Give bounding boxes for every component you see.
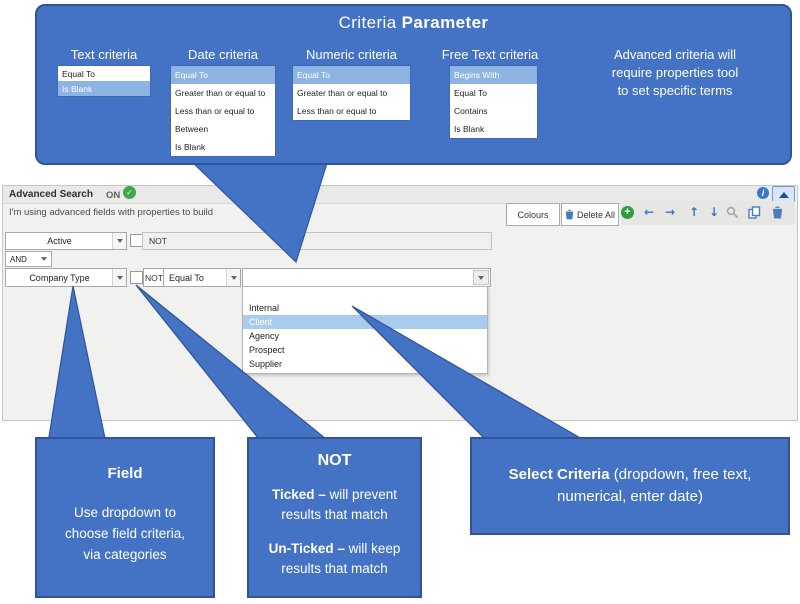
field-dropdown-row1[interactable]: Active bbox=[5, 232, 127, 250]
trash-icon bbox=[565, 209, 574, 220]
list-item: Less than or equal to bbox=[175, 106, 255, 116]
criteria-dropdown-value: Equal To bbox=[169, 272, 204, 283]
list-item: Equal To bbox=[62, 68, 95, 79]
select-criteria-bold: Select Criteria bbox=[508, 466, 610, 483]
field-dropdown-row2[interactable]: Company Type bbox=[5, 268, 127, 287]
chevron-down-icon bbox=[478, 275, 484, 280]
arrow-right-icon[interactable]: → bbox=[665, 205, 676, 219]
criteria-dropdown[interactable]: Equal To bbox=[163, 268, 241, 287]
chevron-down-icon bbox=[41, 257, 47, 261]
copy-icon[interactable] bbox=[748, 206, 761, 219]
callout-title-regular: Criteria bbox=[338, 13, 402, 32]
info-icon[interactable]: i bbox=[757, 187, 769, 199]
not-callout-unticked: Un-Ticked – will keep results that match bbox=[261, 539, 408, 579]
value-dropdown[interactable] bbox=[242, 268, 491, 287]
not-callout: NOT Ticked – will prevent results that m… bbox=[247, 437, 422, 598]
chevron-down-icon bbox=[116, 239, 123, 243]
field-callout-title: Field bbox=[107, 465, 143, 482]
free-text-criteria-header: Free Text criteria bbox=[441, 47, 539, 62]
not-label-cell: NOT bbox=[143, 268, 165, 287]
chevron-down-icon bbox=[230, 275, 237, 280]
text-criteria-header: Text criteria bbox=[70, 47, 138, 62]
advanced-criteria-note: Advanced criteria will require propertie… bbox=[611, 47, 739, 98]
list-item-highlighted: Equal To bbox=[171, 66, 275, 84]
field-callout-body: Use dropdown to choose field criteria, v… bbox=[64, 505, 186, 562]
ticked-text: will prevent results that match bbox=[281, 487, 398, 522]
dropdown-arrow-button[interactable] bbox=[226, 269, 240, 286]
not-checkbox-row2[interactable] bbox=[130, 271, 143, 284]
search-description: I'm using advanced fields with propertie… bbox=[9, 207, 214, 218]
not-label: NOT bbox=[149, 236, 167, 246]
search-icon[interactable] bbox=[726, 206, 739, 219]
chevron-down-icon bbox=[116, 275, 123, 280]
delete-all-label: Delete All bbox=[576, 209, 616, 220]
field-dropdown-value: Active bbox=[47, 236, 72, 246]
select-criteria-rest: (dropdown, free text, numerical, enter d… bbox=[557, 466, 752, 505]
dropdown-arrow-button[interactable] bbox=[112, 269, 126, 286]
unticked-bold: Un-Ticked – bbox=[268, 541, 345, 556]
value-dropdown-list: Internal Client Agency Prospect Supplier bbox=[242, 286, 488, 374]
criteria-field-row1[interactable]: NOT bbox=[142, 232, 492, 250]
trash-icon[interactable] bbox=[772, 206, 783, 219]
connector-value: AND bbox=[10, 254, 27, 264]
list-item: Greater than or equal to bbox=[297, 88, 388, 98]
chevron-up-icon bbox=[778, 191, 789, 198]
list-item-highlighted: Is Blank bbox=[58, 81, 150, 96]
list-item-highlighted: Equal To bbox=[293, 66, 410, 84]
list-item: Is Blank bbox=[454, 124, 485, 134]
criteria-parameter-callout bbox=[35, 4, 792, 165]
list-item: Greater than or equal to bbox=[175, 88, 266, 98]
panel-title: Advanced Search bbox=[9, 189, 93, 200]
numeric-criteria-list: Equal To Greater than or equal to Less t… bbox=[293, 66, 410, 120]
text-criteria-list: Equal To Is Blank bbox=[58, 66, 150, 96]
add-criteria-button[interactable]: + bbox=[621, 206, 634, 219]
unticked-text: will keep results that match bbox=[281, 541, 401, 576]
status-badge: ON bbox=[106, 190, 121, 201]
toolbar-strip bbox=[621, 201, 795, 225]
check-icon: ✓ bbox=[123, 186, 136, 199]
connector-dropdown[interactable]: AND bbox=[5, 251, 52, 267]
list-item: Contains bbox=[454, 106, 488, 116]
dropdown-option[interactable]: Supplier bbox=[249, 359, 283, 369]
free-text-criteria-list: Begins With Equal To Contains Is Blank bbox=[450, 66, 537, 138]
ticked-bold: Ticked – bbox=[271, 487, 326, 502]
dropdown-option[interactable]: Prospect bbox=[249, 345, 285, 355]
field-callout: Field Use dropdown to choose field crite… bbox=[35, 437, 215, 598]
list-item-highlighted: Begins With bbox=[450, 66, 537, 84]
dropdown-arrow-button[interactable] bbox=[473, 270, 489, 285]
arrow-down-icon[interactable]: ↓ bbox=[709, 205, 720, 219]
delete-all-button[interactable]: Delete All bbox=[561, 203, 619, 226]
date-criteria-header: Date criteria bbox=[187, 47, 259, 62]
select-criteria-text: Select Criteria (dropdown, free text, nu… bbox=[498, 464, 762, 508]
list-item: Equal To bbox=[454, 88, 487, 98]
dropdown-option[interactable]: Agency bbox=[249, 331, 280, 341]
list-item: Between bbox=[175, 124, 209, 134]
callout-title: Criteria Parameter bbox=[35, 13, 792, 33]
arrow-left-icon[interactable]: ← bbox=[644, 205, 655, 219]
dropdown-arrow-button[interactable] bbox=[112, 233, 126, 249]
colours-button[interactable]: Colours bbox=[506, 203, 560, 226]
numeric-criteria-header: Numeric criteria bbox=[305, 47, 397, 62]
not-callout-ticked: Ticked – will prevent results that match bbox=[261, 485, 408, 525]
not-callout-title: NOT bbox=[317, 452, 352, 469]
list-item: Less than or equal to bbox=[297, 106, 377, 116]
select-criteria-callout: Select Criteria (dropdown, free text, nu… bbox=[470, 437, 790, 535]
field-dropdown-value: Company Type bbox=[29, 272, 90, 283]
list-item: Is Blank bbox=[175, 142, 206, 152]
dropdown-option-selected[interactable]: Client bbox=[243, 315, 487, 329]
dropdown-option[interactable]: Internal bbox=[249, 303, 280, 313]
arrow-up-icon[interactable]: ↑ bbox=[689, 205, 700, 219]
callout-title-bold: Parameter bbox=[401, 13, 489, 32]
dropdown-option-blank[interactable] bbox=[243, 292, 487, 301]
date-criteria-list: Equal To Greater than or equal to Less t… bbox=[171, 66, 275, 156]
collapse-button[interactable] bbox=[772, 186, 795, 203]
